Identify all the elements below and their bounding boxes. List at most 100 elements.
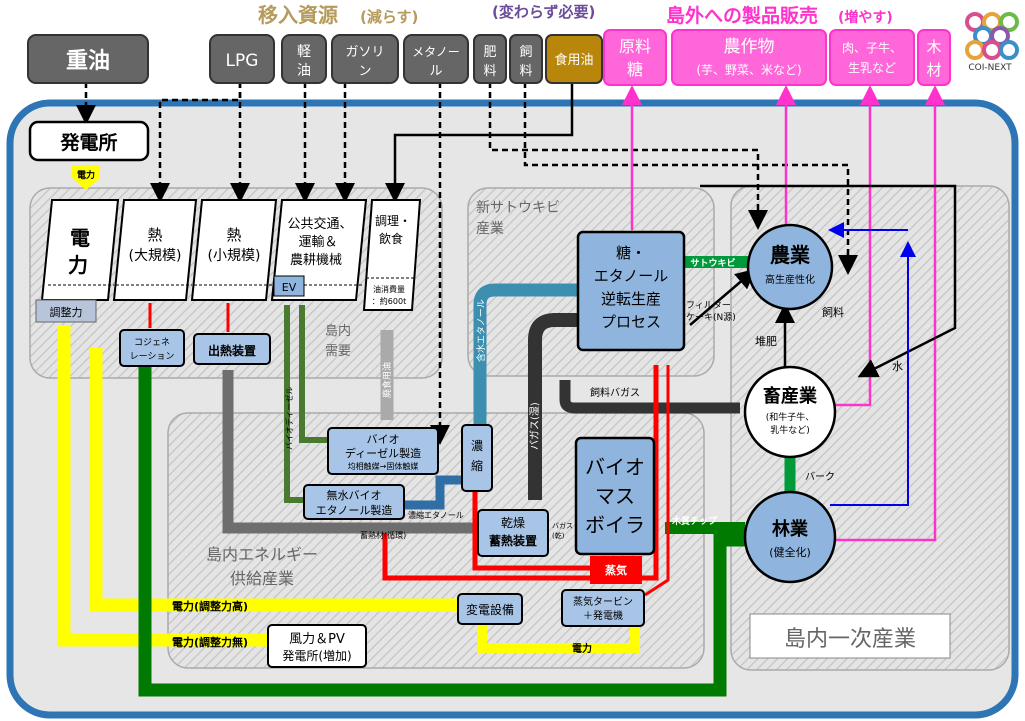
wind-pv-line2: 発電所(増加) — [282, 649, 351, 663]
substation-label: 変電設備 — [466, 602, 514, 617]
imports-note: (減らす) — [360, 8, 418, 26]
export-arrows — [622, 85, 945, 542]
boiler-line1: バイオ — [585, 455, 645, 479]
concentrated-ethanol-flow — [404, 475, 462, 510]
concentrate-box — [461, 424, 493, 492]
transport-line2: 運輸＆ — [298, 235, 337, 250]
steam-label: 蒸気 — [605, 563, 627, 577]
forestry-line2: (健全化) — [769, 545, 811, 559]
forestry-node — [743, 490, 837, 584]
power-adjustable-flow — [89, 348, 458, 612]
unchanged-note: (変わらず必要) — [492, 3, 595, 21]
substation-box — [457, 593, 523, 625]
wood-chip-label: 木質チップ — [671, 515, 718, 527]
biodiesel-line1: バイオ — [367, 433, 400, 446]
sugar-ethanol-process-box — [576, 230, 686, 352]
energy-area-line1: 島内エネルギー — [206, 545, 318, 564]
compost-label: 堆肥 — [755, 335, 777, 348]
transport-line3: 農耕機械 — [290, 252, 342, 268]
logo-text: COI-NEXT — [968, 63, 1012, 73]
ev-label: EV — [282, 281, 297, 294]
heat-large-line1: 熱 — [147, 226, 162, 244]
oil-usage-line2: ：約600t — [372, 296, 406, 306]
coi-next-logo: COI-NEXT — [965, 12, 1019, 73]
transport-line1: 公共交通、 — [287, 216, 352, 232]
process-line4: プロセス — [601, 313, 661, 331]
bark-label: バーク — [805, 471, 835, 483]
filter-cake-line1: フィルター — [686, 300, 731, 311]
cooking-line1: 調理・ — [375, 214, 411, 228]
bagasse-wet-label: バガス(湿) — [529, 402, 541, 450]
lpg-box: LPG — [226, 51, 259, 71]
export-boxes: 原料 糖 農作物 (芋、野菜、米など) 肉、子牛、 生乳など 木 材 — [603, 29, 951, 86]
biodiesel-line3: 均相触媒→固体触媒 — [348, 461, 419, 471]
dryer-box — [477, 509, 549, 557]
feed-line1: 飼 — [519, 45, 532, 60]
livestock-export-line2: 生乳など — [848, 61, 896, 75]
concentrated-ethanol-label: 濃縮エタノール — [408, 510, 464, 520]
heat-small-line2: (小規模) — [208, 248, 261, 264]
primary-area-box — [749, 613, 951, 659]
imports-title: 移入資源 — [258, 3, 338, 27]
turbine-line1: 蒸気タービン — [573, 595, 633, 608]
cogeneration-box — [119, 329, 185, 367]
wind-pv-line1: 風力＆PV — [289, 632, 345, 647]
anhydrous-line2: エタノール製造 — [316, 503, 393, 517]
turbine-line2: ＋発電機 — [583, 609, 623, 622]
wind-pv-box — [267, 624, 367, 668]
power-tag-arrow — [72, 165, 100, 190]
energy-area-line2: 供給産業 — [230, 569, 294, 588]
power-tag: 電力 — [77, 169, 95, 181]
biodiesel-flow-a — [284, 305, 305, 503]
process-line1: 糖・ — [616, 244, 646, 262]
raw-sugar-line2: 糖 — [627, 60, 643, 79]
fertilizer-line2: 料 — [483, 64, 496, 79]
steam-flow-c — [644, 365, 670, 597]
sugarcane-area-line1: 新サトウキビ — [476, 200, 560, 216]
raw-sugar-line1: 原料 — [619, 37, 651, 56]
hydrous-ethanol-flow — [473, 283, 580, 425]
concentrate-line1: 濃 — [471, 439, 483, 453]
timber-line2: 材 — [926, 61, 941, 79]
dryer-line2: 蓄熱装置 — [489, 533, 537, 548]
power-no-adjust-flow — [57, 325, 270, 647]
heat-output-label: 出熱装置 — [208, 343, 256, 358]
power-flow — [477, 612, 640, 653]
process-line2: エタノール — [594, 267, 669, 285]
oil-usage-line1: 油消費量 — [373, 284, 405, 294]
boiler-line2: マス — [595, 484, 635, 508]
feed-bagasse-label: 飼料バガス — [590, 386, 640, 399]
crops-line2: (芋、野菜、米など) — [696, 63, 801, 77]
biodiesel-line2: ディーゼル製造 — [345, 446, 421, 460]
power-adjustable-label: 電力(調整力高) — [172, 599, 248, 613]
water-label: 水 — [892, 360, 903, 373]
power-no-adjust-label: 電力(調整力無) — [172, 635, 248, 649]
power-plant-label: 発電所 — [59, 131, 117, 154]
diesel-line2: 油 — [297, 63, 311, 79]
fertilizer-line1: 肥 — [483, 45, 496, 60]
steam-flow-a — [382, 365, 659, 581]
biodiesel-box — [327, 427, 439, 475]
sugarcane-flow-label: サトウキビ — [690, 257, 735, 269]
feed-line2: 料 — [519, 64, 532, 79]
bagasse-wet-flow — [528, 313, 580, 500]
boiler-line3: ボイラ — [585, 513, 645, 537]
bagasse-dry-line1: バガス — [552, 521, 573, 530]
livestock-line2: (和牛子牛、 — [766, 411, 815, 423]
demand-area-line1: 島内 — [325, 323, 351, 339]
process-line3: 逆転生産 — [601, 290, 661, 308]
electricity-line1: 電 — [70, 226, 90, 250]
heat-storage-label: 蓄熱材(循環) — [360, 530, 406, 540]
import-boxes: 重油 LPG 軽 油 ガソリ ン メタノー ル 肥 料 飼 料 食用油 — [27, 34, 603, 84]
import-arrows — [76, 82, 858, 445]
green-power-loop — [138, 356, 745, 697]
cooking-line2: 飲食 — [379, 231, 403, 246]
regulation-box — [35, 299, 97, 323]
bagasse-dry-line2: (乾) — [552, 531, 565, 540]
diesel-line1: 軽 — [297, 44, 311, 60]
biodiesel-flow-label: バイオディーゼル — [284, 387, 294, 450]
cooking-oil-arrow — [385, 82, 574, 203]
waste-oil-label: 廃食用油 — [381, 362, 393, 398]
